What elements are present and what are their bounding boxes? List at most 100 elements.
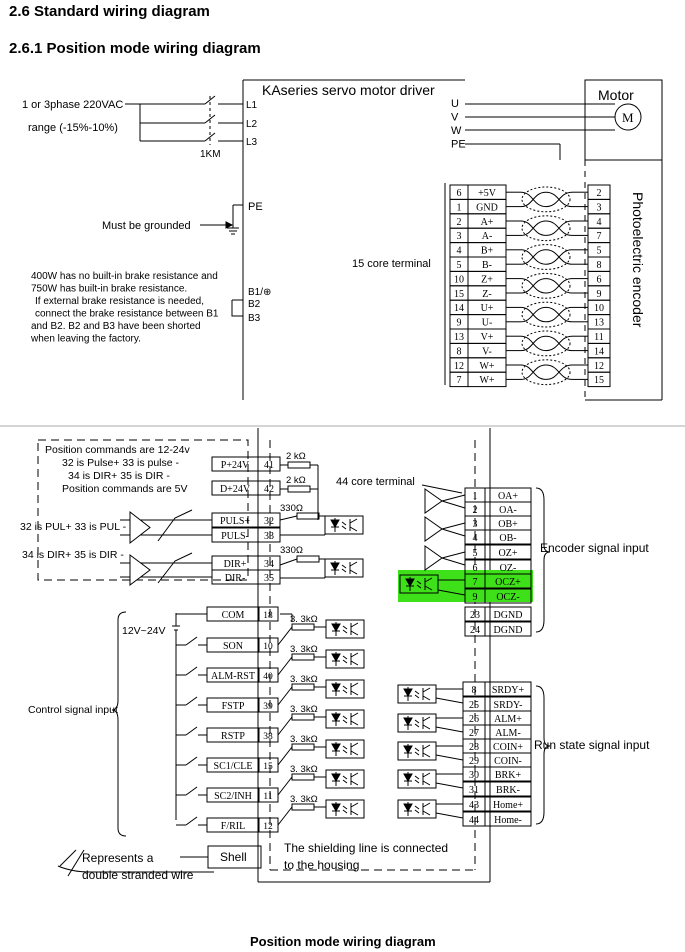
- motor-encoder-pin: 2: [597, 188, 602, 199]
- brake-note: 400W has no built-in brake resistance an…: [30, 271, 219, 345]
- control-supply-label: 12V~24V: [122, 625, 166, 637]
- enc-out-row-oz: 5 OZ+: [464, 544, 532, 560]
- brake-note-line: 400W has no built-in brake resistance an…: [31, 271, 218, 282]
- dir-note: 34 is DIR+ 35 is DIR -: [22, 549, 124, 561]
- enc-out-pin: 4: [473, 533, 478, 544]
- shell-label: Shell: [220, 850, 247, 864]
- ground-note: Must be grounded: [102, 220, 191, 232]
- run-pin: 43: [469, 800, 479, 811]
- control-input-name: F/RIL: [221, 821, 245, 832]
- run-signal: COIN-: [494, 756, 522, 767]
- run-pin: 31: [469, 785, 479, 796]
- brake-note-line: If external brake resistance is needed,: [35, 296, 204, 307]
- enc-out-signal: OCZ+: [495, 577, 521, 588]
- position-input-pin: 33: [264, 531, 274, 542]
- opto-control: [325, 649, 365, 669]
- position-input-name: DIR-: [225, 573, 246, 584]
- position-input-pin: 41: [264, 460, 274, 471]
- term-b2: B2: [248, 299, 261, 310]
- position-note-line: 32 is Pulse+ 33 is pulse -: [62, 457, 180, 469]
- terminal-w: W: [451, 125, 462, 137]
- run-state-label: Run state signal input: [534, 738, 650, 752]
- shield-note-2: to the housing: [284, 858, 359, 872]
- enc-out-pin: 5: [473, 548, 478, 559]
- brake-resistor-link: [231, 300, 243, 317]
- control-input-pin: 38: [263, 732, 273, 742]
- res-3k3-label: 3. 3kΩ: [290, 764, 318, 775]
- motor-encoder-pin: 4: [597, 217, 602, 228]
- res-3k3-label: 3. 3kΩ: [290, 644, 318, 655]
- position-input-pin: 32: [264, 516, 274, 527]
- run-signal: COIN+: [493, 742, 523, 753]
- line-driver: [424, 516, 443, 542]
- ground-arrow-head: [225, 221, 234, 229]
- brake-note-line: connect the brake resistance between B1: [35, 309, 219, 320]
- control-brace: [111, 611, 127, 837]
- opto-run-state: [397, 769, 437, 789]
- position-input-pin: 35: [264, 573, 274, 584]
- encoder-pin: 13: [454, 332, 464, 343]
- run-signal: ALM+: [494, 714, 522, 725]
- terminal-u: U: [451, 98, 459, 110]
- twisted-note-2: double stranded wire: [82, 868, 194, 882]
- encoder-signal: +5V: [478, 188, 497, 199]
- encoder-signal: V+: [481, 332, 494, 343]
- res-330-2-label: 330Ω: [280, 545, 303, 556]
- enc-out-signal: OZ+: [499, 548, 518, 559]
- res-2k-2-label: 2 kΩ: [286, 475, 306, 486]
- motor-encoder-pin: 8: [597, 260, 602, 271]
- control-input-pin: 12: [263, 822, 273, 832]
- phase-labels: L1 L2 L3: [246, 100, 258, 148]
- encoder-pin: 12: [454, 361, 464, 372]
- res-3k3-label: 3. 3kΩ: [290, 674, 318, 685]
- res-3k3-label: 3. 3kΩ: [290, 614, 318, 625]
- res-2k-1: [287, 461, 311, 469]
- control-input-pin: 39: [263, 702, 273, 712]
- motor-encoder-pin: 12: [594, 361, 604, 372]
- encoder-pin: 1: [457, 202, 462, 213]
- photoelectric-encoder-label: Photoelectric encoder: [630, 192, 646, 328]
- driver-title: KAseries servo motor driver: [262, 82, 435, 98]
- switch-2: [204, 114, 216, 124]
- twisted-pair: [520, 335, 573, 352]
- opto-control: [325, 739, 365, 759]
- encoder-pin: 3: [457, 231, 462, 242]
- encoder-pin: 10: [454, 274, 464, 285]
- phase-l1: L1: [246, 100, 258, 111]
- motor-title: Motor: [598, 87, 634, 103]
- position-input-name: DIR+: [224, 559, 247, 570]
- res-330-1-label: 330Ω: [280, 503, 303, 514]
- enc-out-signal: OB+: [498, 519, 518, 530]
- control-input-pin: 40: [263, 672, 273, 682]
- run-pin: 26: [469, 714, 479, 725]
- figure-caption: Position mode wiring diagram: [250, 934, 436, 949]
- run-pin: 8: [472, 685, 477, 696]
- encoder-signal: Z-: [482, 289, 491, 300]
- twisted-symbol-line: [57, 865, 214, 873]
- encoder-pin: 4: [457, 246, 462, 257]
- term-b1: B1/⊕: [248, 287, 271, 298]
- run-signal: Home-: [494, 815, 522, 826]
- enc-out-pin: 23: [470, 610, 480, 621]
